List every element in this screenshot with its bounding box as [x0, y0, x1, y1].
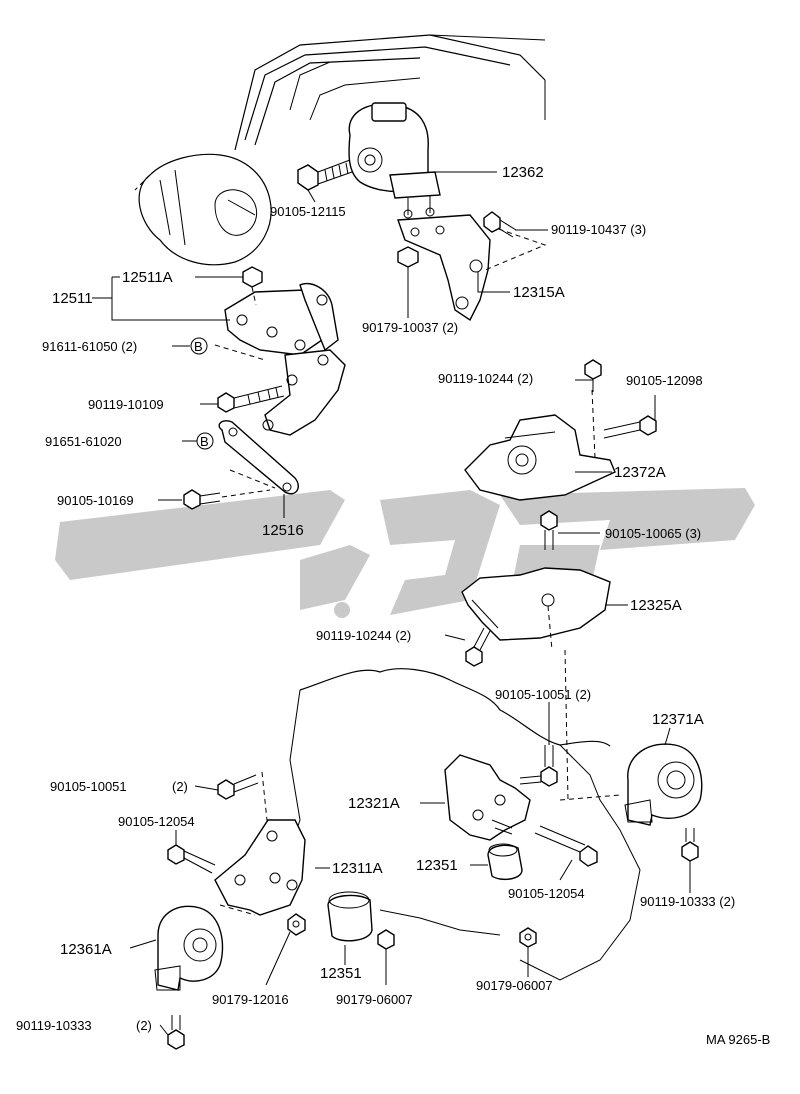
label-12516: 12516	[262, 522, 304, 539]
stay-12516	[218, 420, 299, 495]
label-90105-12115: 90105-12115	[270, 204, 346, 219]
label-90119-10333-left: 90119-10333	[16, 1018, 92, 1033]
bolt-90105-12098	[603, 415, 657, 439]
label-90179-06007-center: 90179-06007	[476, 978, 553, 993]
engine-block-outline	[134, 34, 546, 266]
label-90105-10065: 90105-10065 (3)	[605, 526, 701, 541]
bolt-90105-12054-center	[534, 825, 598, 867]
label-90105-10051-center: 90105-10051 (2)	[495, 687, 591, 702]
label-12372A: 12372A	[614, 464, 666, 481]
bushing-12351-lower	[327, 891, 373, 942]
label-90119-10333-left-qty: (2)	[136, 1018, 152, 1033]
label-12321A: 12321A	[348, 795, 400, 812]
label-12511A: 12511A	[122, 269, 173, 286]
label-90105-12098: 90105-12098	[626, 373, 703, 388]
bracket-12321A	[444, 754, 531, 841]
bushing-12351-center	[487, 843, 523, 881]
mount-12371A	[624, 743, 703, 826]
part-labels: 12362 90105-12115 90119-10437 (3) 12315A…	[16, 164, 770, 1047]
leader-lines	[92, 171, 691, 1036]
marker-b-label: B	[194, 339, 203, 354]
marker-b-upper: B	[190, 337, 208, 355]
bolt-90119-10333-left	[167, 1015, 185, 1050]
label-90119-10437: 90119-10437 (3)	[551, 222, 646, 237]
label-12371A: 12371A	[652, 711, 704, 728]
label-12351-center: 12351	[416, 857, 458, 874]
label-90119-10244-upper: 90119-10244 (2)	[438, 371, 533, 386]
label-90105-10051-left: 90105-10051	[50, 779, 127, 794]
label-91651-61020: 91651-61020	[45, 434, 122, 449]
label-90179-10037: 90179-10037 (2)	[362, 320, 458, 335]
bolt-90105-10051-center	[519, 745, 558, 787]
bracket-12311A	[214, 819, 306, 916]
label-90105-10051-left-qty: (2)	[172, 779, 188, 794]
bolt-90105-10169	[183, 489, 271, 510]
label-12511: 12511	[52, 290, 93, 307]
bolt-90105-10065	[540, 510, 558, 550]
label-90179-12016: 90179-12016	[212, 992, 289, 1007]
diagram-code: MA 9265-B	[706, 1032, 770, 1047]
bracket-12511	[214, 266, 346, 436]
label-12361A: 12361A	[60, 941, 112, 958]
marker-b-label: B	[200, 434, 209, 449]
label-90119-10244-lower: 90119-10244 (2)	[316, 628, 411, 643]
label-90179-06007-lower: 90179-06007	[336, 992, 413, 1007]
mount-12361A	[154, 905, 224, 991]
label-90105-10169: 90105-10169	[57, 493, 134, 508]
nut-90179-06007-lower	[377, 929, 395, 950]
bolt-90105-10051-left	[217, 771, 269, 831]
label-91611-61050: 91611-61050 (2)	[42, 339, 137, 354]
label-90119-10333-right: 90119-10333 (2)	[640, 894, 735, 909]
bracket-12325A	[461, 567, 611, 651]
label-12351-lower: 12351	[320, 965, 362, 982]
mount-12362	[348, 102, 441, 219]
label-90105-12054-center: 90105-12054	[508, 886, 585, 901]
bolt-90119-10244-lower	[465, 627, 491, 667]
bolt-90105-12054-left	[167, 844, 216, 874]
label-90119-10109: 90119-10109	[88, 397, 164, 412]
label-12325A: 12325A	[630, 597, 682, 614]
nut-90179-12016	[287, 913, 306, 936]
bolt-90119-10437	[483, 211, 517, 238]
bolt-90119-10244-upper	[584, 359, 602, 392]
label-90105-12054-left: 90105-12054	[118, 814, 195, 829]
label-12362: 12362	[502, 164, 544, 181]
marker-b-lower: B	[196, 432, 214, 450]
nut-90179-06007-center	[519, 927, 537, 948]
bracket-12315A	[397, 214, 547, 322]
label-12315A: 12315A	[513, 284, 565, 301]
label-12311A: 12311A	[332, 860, 383, 877]
bolt-90119-10333-right	[681, 828, 699, 862]
bolt-90105-12115	[297, 159, 353, 191]
bolt-90119-10109	[217, 385, 285, 413]
mount-12372A	[464, 389, 616, 501]
nut-90179-10037	[397, 246, 419, 278]
